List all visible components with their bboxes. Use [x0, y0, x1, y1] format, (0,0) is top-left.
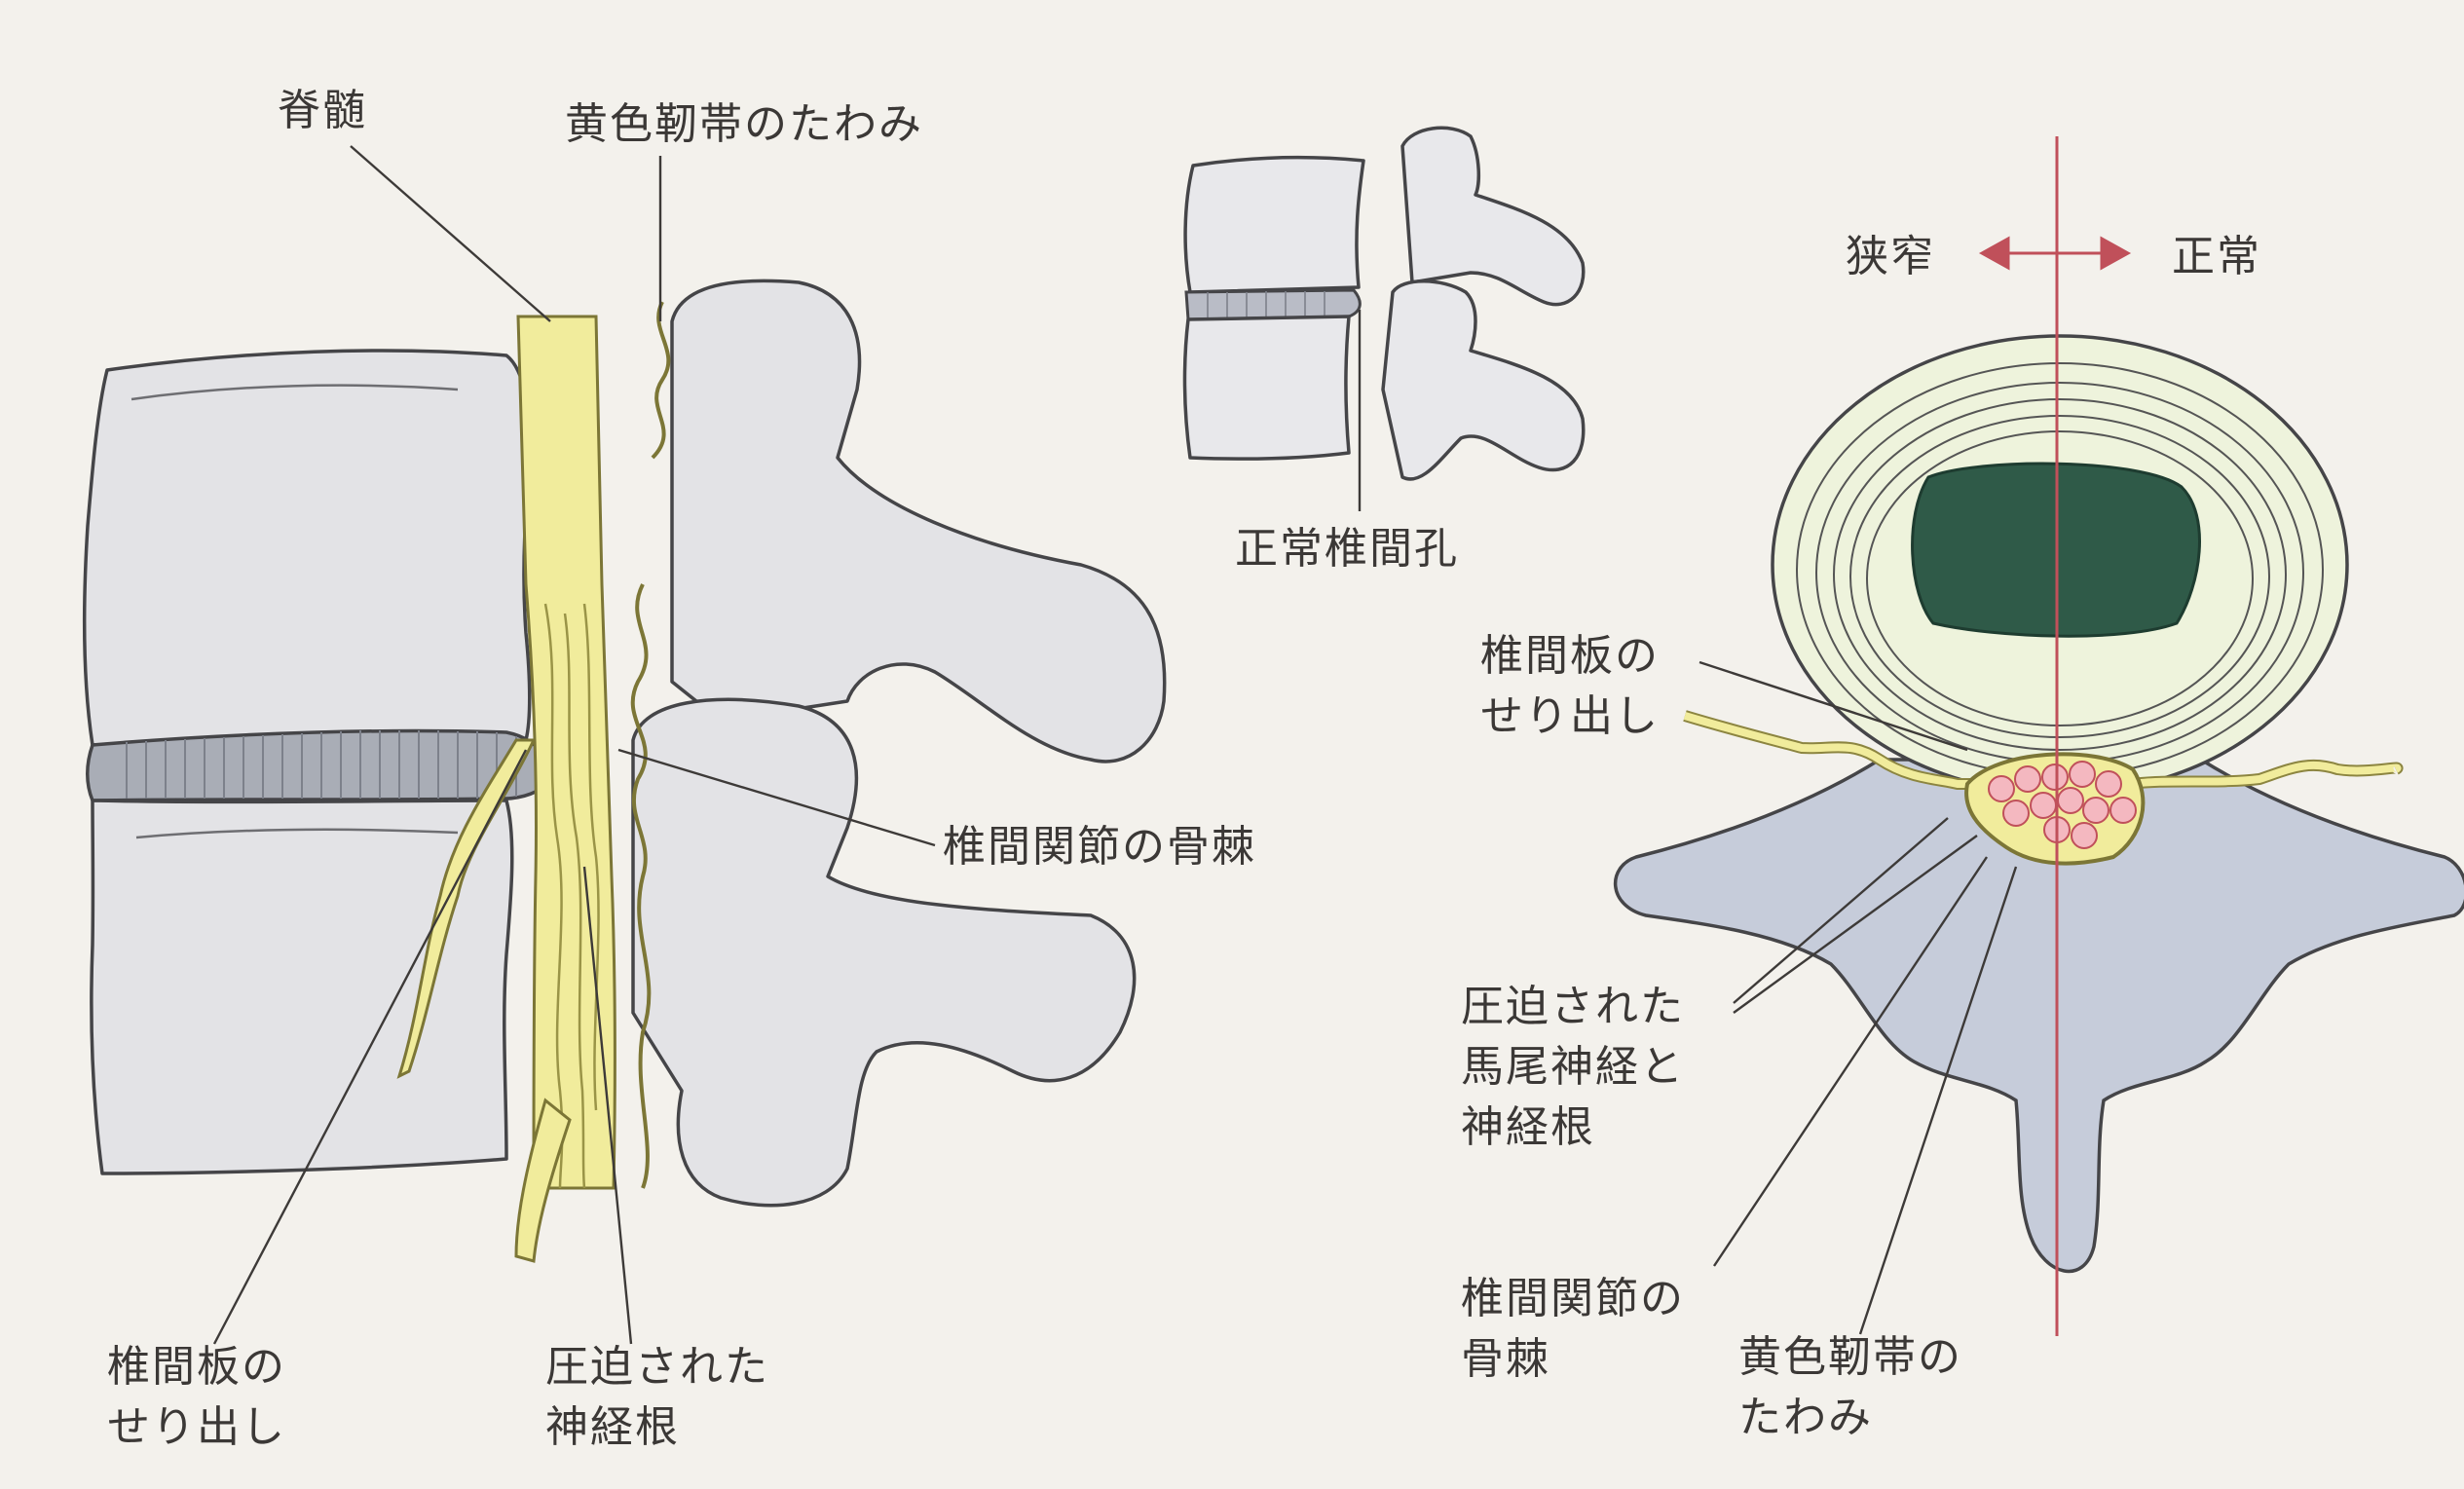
- axial-label-flavum-2: たわみ: [1738, 1393, 1873, 1442]
- inset-disc-stripes: [1207, 291, 1325, 319]
- leader-axial-compressed-2: [1733, 835, 1978, 1014]
- axial-label-compressed-1: 圧迫された: [1461, 982, 1685, 1031]
- label-facet-osteophyte: 椎間関節の骨棘: [943, 822, 1256, 872]
- upper-body-contour: [131, 384, 459, 401]
- lateral-view: [82, 279, 1167, 1263]
- axial-label-facet-2: 骨棘: [1461, 1334, 1550, 1384]
- spinal-cord: [516, 315, 616, 1190]
- lateral-labels: 脊髄 黄色靭帯のたわみ 椎間関節の骨棘 椎間板の せり出し 圧迫された 神経根: [107, 86, 1256, 1452]
- leader-spinal-cord: [350, 145, 551, 322]
- label-normal: 正常: [2172, 232, 2261, 281]
- axial-label-disc-2: せり出し: [1480, 691, 1660, 741]
- label-spinal-cord: 脊髄: [278, 86, 367, 135]
- cauda-equina-bundles: [1988, 761, 2137, 849]
- label-flavum-buckling: 黄色靭帯のたわみ: [565, 99, 923, 149]
- label-stenosis: 狭窄: [1846, 232, 1935, 281]
- leader-facet-osteophyte: [617, 748, 936, 847]
- inset-lower-body: [1182, 315, 1351, 461]
- label-compressed-root-2: 神経根: [545, 1402, 680, 1452]
- axial-label-flavum-1: 黄色靭帯の: [1738, 1332, 1962, 1382]
- lower-posterior-process: [631, 697, 1137, 1208]
- exiting-nerve-root-lower: [514, 1098, 572, 1263]
- upper-vertebral-body: [82, 349, 533, 747]
- axial-labels: 狭窄 正常 椎間板の せり出し 圧迫された 馬尾神経と 神経根 椎間関節の 骨棘…: [1461, 232, 2261, 1442]
- inset-normal-view: 正常椎間孔: [1182, 126, 1586, 574]
- leader-axial-compressed-1: [1733, 817, 1949, 1004]
- inset-disc: [1184, 288, 1362, 321]
- leader-axial-facet: [1713, 856, 1988, 1267]
- inset-posterior-upper: [1400, 126, 1586, 307]
- ligamentum-flavum-lower: [630, 583, 652, 1189]
- lower-body-contour: [135, 828, 459, 839]
- axial-label-compressed-2: 馬尾神経と: [1461, 1042, 1685, 1092]
- leader-compressed-root: [582, 866, 633, 1345]
- axial-posterior-arch: [1613, 758, 2464, 1274]
- ligamentum-flavum-upper: [651, 301, 671, 460]
- disc-stripes: [126, 730, 517, 799]
- label-disc-protrusion-1: 椎間板の: [107, 1342, 286, 1392]
- direction-arrows: [1978, 236, 2132, 271]
- lower-vertebral-body: [90, 799, 514, 1175]
- leader-axial-flavum: [1858, 866, 2018, 1335]
- axial-label-facet-1: 椎間関節の: [1461, 1274, 1685, 1323]
- axial-label-compressed-3: 神経根: [1461, 1102, 1595, 1152]
- upper-posterior-process: [670, 279, 1167, 763]
- leader-disc-protrusion: [212, 749, 528, 1345]
- label-compressed-root-1: 圧迫された: [545, 1342, 769, 1392]
- label-disc-protrusion-2: せり出し: [107, 1402, 286, 1452]
- label-normal-foramen: 正常椎間孔: [1235, 524, 1459, 574]
- inset-posterior-lower: [1381, 279, 1586, 481]
- axial-view: [1613, 136, 2464, 1336]
- inset-upper-body: [1183, 155, 1365, 294]
- axial-label-disc-1: 椎間板の: [1480, 631, 1660, 681]
- leader-axial-disc: [1699, 660, 1968, 752]
